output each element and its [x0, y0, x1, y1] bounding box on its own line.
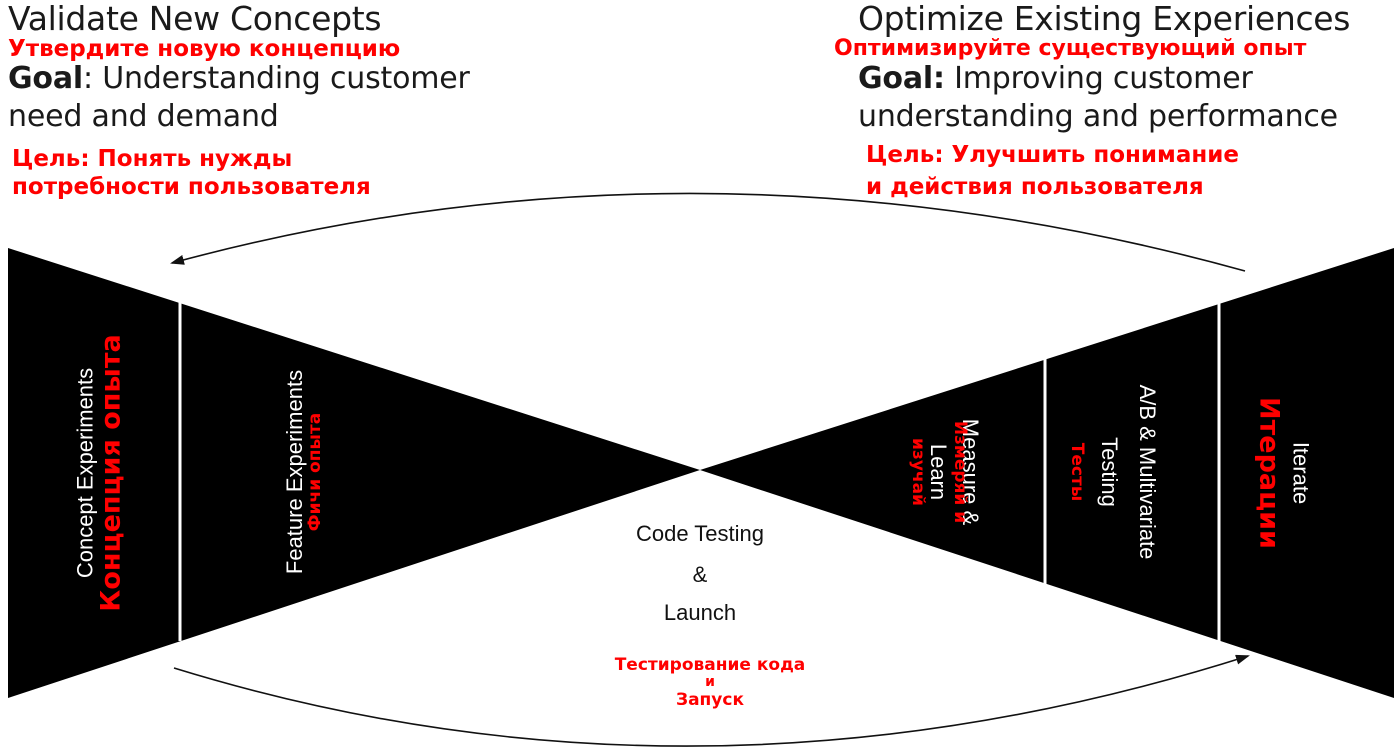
left-goal-ru-line1: Цель: Понять нужды — [12, 146, 293, 172]
right-goal-ru-line2: и действия пользователя — [866, 174, 1204, 200]
stage-feature-experiments: Feature Experiments Фичи опыта — [281, 369, 326, 575]
left-header-goal-line2: need and demand — [8, 99, 279, 134]
left-header-title-ru: Утвердите новую концепцию — [8, 36, 401, 62]
right-header-goal-line2: understanding and performance — [858, 99, 1338, 134]
top-cycle-arrow — [170, 192, 1246, 272]
stage-feature-label: Feature Experiments — [281, 369, 307, 575]
stage-code-ru-line2: и — [705, 674, 715, 690]
left-goal-text1: : Understanding customer — [82, 61, 470, 96]
stage-code-ru-line1: Тестирование кода — [614, 655, 806, 675]
right-header-goal-line1: Goal: Improving customer — [858, 64, 1253, 94]
stage-iterate-label: Iterate — [1288, 441, 1314, 505]
stage-code-ru-line3: Запуск — [676, 690, 744, 710]
stage-ab-line1: A/B & Multivariate — [1135, 384, 1161, 560]
stage-ab-line2: Testing — [1096, 437, 1122, 507]
left-goal-label: Goal — [8, 61, 83, 96]
stage-iterate: Iterate Итерации — [1253, 397, 1314, 549]
stage-ab-testing: A/B & Multivariate Testing Тесты — [1066, 384, 1161, 560]
left-header-title: Validate New Concepts — [8, 0, 382, 38]
left-header-goal-line1: Goal: Understanding customer — [8, 64, 470, 94]
right-goal-text1: Improving customer — [944, 61, 1253, 96]
stage-code-line2: & — [692, 562, 708, 587]
stage-iterate-label-ru: Итерации — [1253, 397, 1285, 549]
stage-code-line1: Code Testing — [635, 521, 764, 546]
left-goal-ru-line2: потребности пользователя — [12, 174, 371, 200]
stage-measure-learn: Measure & Измеряй и Learn изучай — [907, 419, 983, 525]
stage-measure-ru-line2: изучай — [907, 438, 928, 506]
right-header-title: Optimize Existing Experiences — [858, 0, 1351, 38]
right-header-title-ru: Оптимизируйте существующий опыт — [834, 36, 1307, 61]
stage-measure-ru-line1: Измеряй и — [949, 420, 970, 524]
bottom-cycle-arrow — [173, 654, 1250, 747]
stage-feature-label-ru: Фичи опыта — [305, 412, 326, 532]
stage-concept-label: Concept Experiments — [72, 367, 98, 579]
stage-ab-ru: Тесты — [1066, 442, 1087, 502]
stage-concept-label-ru: Концепция опыта — [95, 334, 127, 612]
stage-measure-line2: Learn — [926, 443, 951, 501]
stage-code-line3: Launch — [663, 600, 737, 625]
right-goal-label: Goal: — [858, 61, 945, 96]
stage-concept-experiments: Concept Experiments Концепция опыта — [72, 334, 127, 612]
right-goal-ru-line1: Цель: Улучшить понимание — [866, 142, 1239, 168]
